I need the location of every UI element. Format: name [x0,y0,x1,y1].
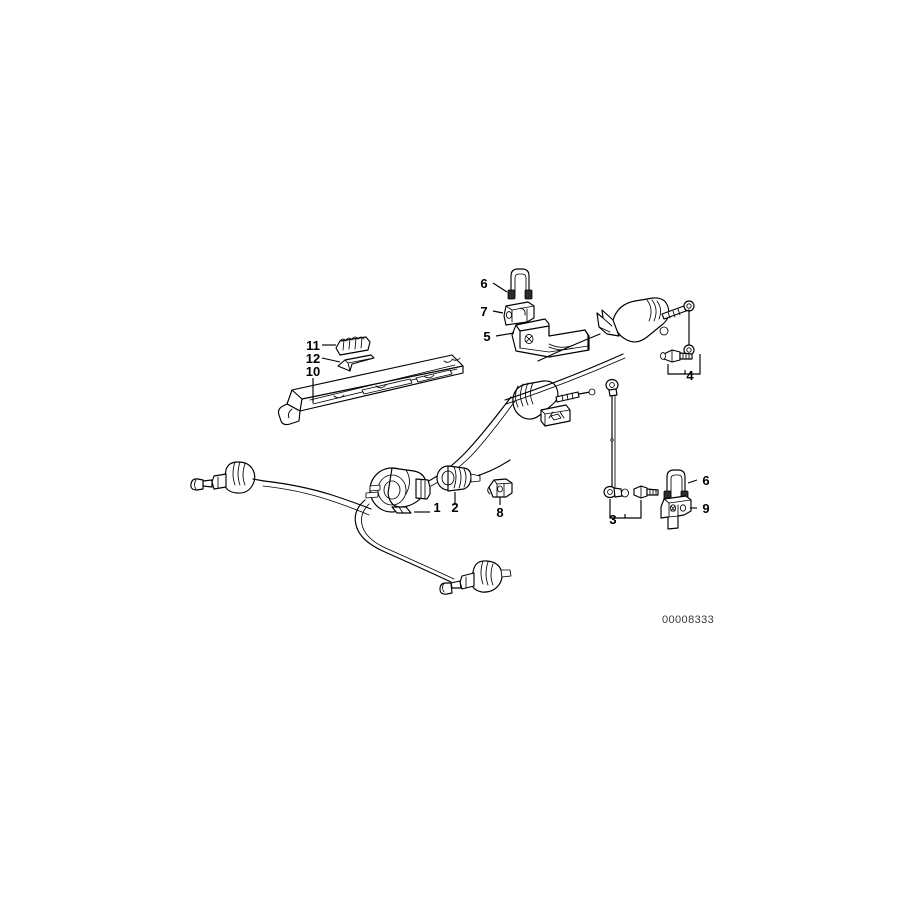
callout-1: 1 [433,500,440,515]
part-vacuum-pump-actuator [365,467,431,514]
callout-2: 2 [451,500,458,515]
part-u-bolt-clamp-right [663,469,689,501]
callout-6b: 6 [702,473,709,488]
part-small-bracket [503,301,535,326]
callout-8: 8 [496,505,503,520]
part-actuator-mid [512,380,596,427]
part-actuator-left [190,461,265,494]
callout-3: 3 [609,512,616,527]
callout-11: 11 [306,338,320,353]
watermark-id: 00008333 [662,614,714,626]
part-connecting-rod-assembly [603,378,659,519]
part-actuator-top-right [596,297,695,343]
part-link-rod-and-bolt [660,309,701,375]
callout-4: 4 [686,368,694,383]
vacuum-hose-network [262,333,626,583]
part-retaining-bracket [660,495,692,530]
part-vacuum-connector-valve [436,465,481,492]
callout-12: 12 [306,351,320,366]
callout-numbers: 1 2 3 4 5 6 7 6 8 9 10 11 12 [306,276,710,527]
part-actuator-bottom [439,560,512,595]
part-mounting-bracket [511,318,590,358]
callout-10: 10 [306,364,320,379]
part-multi-clip-holder [335,336,371,356]
callout-7: 7 [480,304,487,319]
part-angle-clip [337,354,375,372]
part-hose-clip [487,478,513,498]
callout-9: 9 [702,501,709,516]
callout-leader-lines [312,282,698,513]
callout-5: 5 [483,329,490,344]
part-u-bolt-clamp-top [507,268,533,300]
callout-6: 6 [480,276,487,291]
part-guide-channel-rail [277,354,464,426]
